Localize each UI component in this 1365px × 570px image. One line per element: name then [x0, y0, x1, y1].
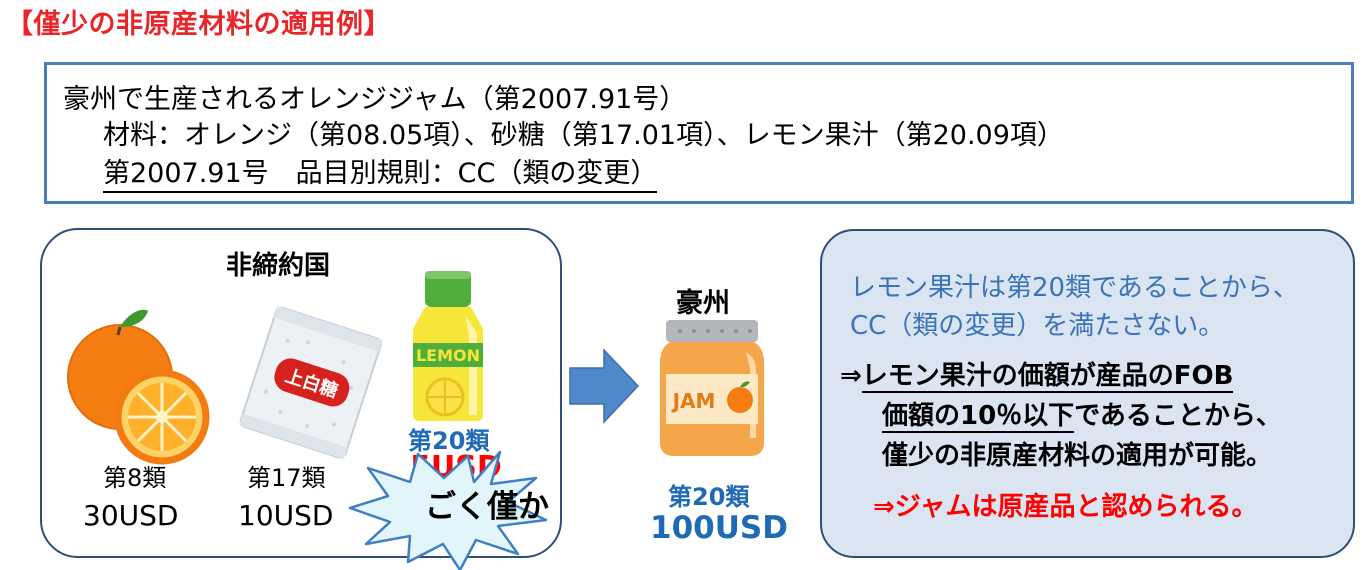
explanation-line-3: ⇒レモン果汁の価額が産品のFOB: [840, 355, 1234, 393]
orange-price: 30USD: [83, 499, 179, 532]
lemon-juice-bottle-icon: LEMON: [413, 271, 483, 421]
sugar-price: 10USD: [238, 499, 334, 532]
australia-label: 豪州: [676, 288, 730, 319]
explanation-panel: [820, 229, 1355, 558]
jar-label: JAM: [671, 389, 716, 413]
fob-condition-text: レモン果汁の価額が産品のFOB: [861, 361, 1234, 393]
arrow-prefix: ⇒: [840, 361, 862, 391]
orange-chapter: 第8類: [103, 464, 167, 492]
psr-rule-text: 第2007.91号 品目別規則：CC（類の変更）: [103, 158, 658, 193]
jam-chapter: 第20類: [668, 483, 750, 511]
sugar-pack-icon: 上白糖: [239, 306, 383, 460]
threshold-text: 価額の10％以下: [882, 401, 1075, 433]
rule-line: 第2007.91号 品目別規則：CC（類の変更）: [103, 151, 658, 193]
explanation-line-5: 僅少の非原産材料の適用が可能。: [882, 441, 1273, 471]
explanation-line-1: レモン果汁は第20類であることから、: [850, 273, 1299, 303]
non-party-label: 非締約国: [226, 251, 331, 281]
burst-text: ごく僅か: [425, 489, 549, 525]
lemon-juice-chapter: 第20類: [408, 427, 490, 455]
orange-icon: [67, 309, 210, 465]
sugar-chapter: 第17類: [247, 464, 326, 492]
conclusion-text: ⇒ジャムは原産品と認められる。: [873, 492, 1258, 522]
explanation-line-4: 価額の10％以下であることから、: [882, 395, 1282, 433]
jam-price: 100USD: [650, 510, 788, 546]
emphasis-burst-shape: [348, 450, 548, 570]
explanation-line-2: CC（類の変更）を満たさない。: [850, 311, 1225, 341]
bottle-label: LEMON: [416, 346, 480, 365]
jam-jar-icon: JAM: [660, 320, 764, 456]
arrow-right-icon: [569, 348, 640, 424]
product-description: 豪州で生産されるオレンジジャム（第2007.91号）: [63, 84, 687, 115]
materials-line: 材料：オレンジ（第08.05項）、砂糖（第17.01項）、レモン果汁（第20.0…: [103, 120, 1064, 151]
product-info-box: 豪州で生産されるオレンジジャム（第2007.91号） 材料：オレンジ（第08.0…: [44, 62, 1354, 204]
threshold-rest-text: であることから、: [1074, 401, 1282, 431]
page-title: 【僅少の非原産材料の適用例】: [6, 9, 391, 40]
